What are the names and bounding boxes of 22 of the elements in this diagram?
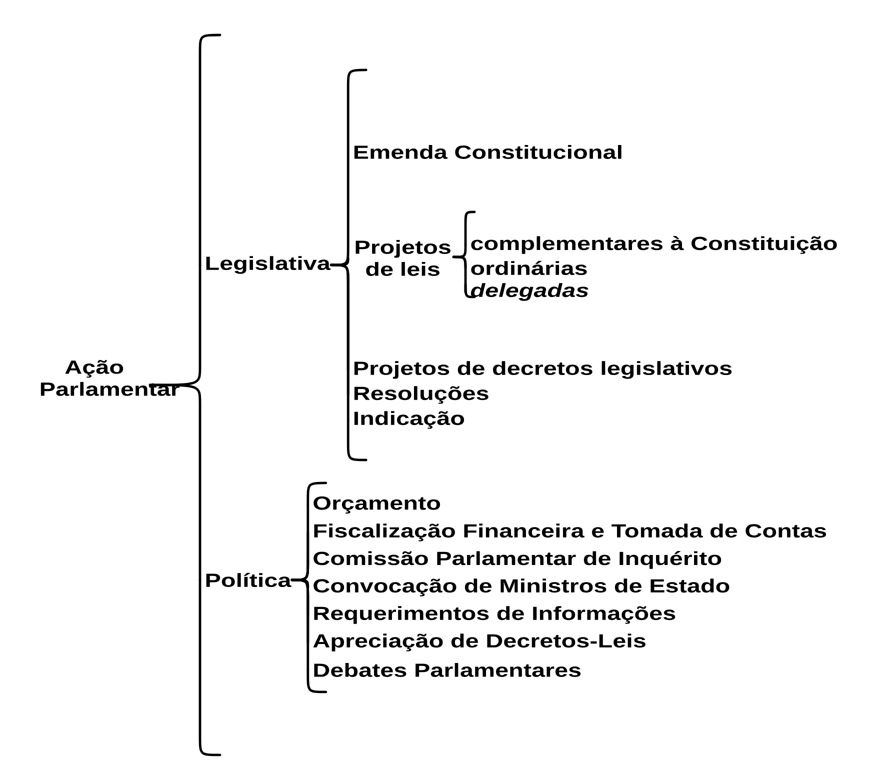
item-label: ordinárias: [471, 260, 587, 276]
item-label: Comissão Parlamentar de Inquérito: [314, 551, 722, 569]
item-label: Fiscalização Financeira e Tomada de Contas: [314, 524, 826, 542]
brace: [290, 578, 310, 672]
heading-label: Ação Parlamentar: [40, 360, 180, 396]
item-label: Requerimentos de Informações: [314, 606, 676, 624]
item-label: Apreciação de Decretos-Leis: [313, 634, 646, 652]
category-label: Política: [206, 572, 292, 588]
item-label: Projetos de decretos legislativos: [354, 361, 732, 379]
item-label: Convocação de Ministros de Estado: [314, 578, 730, 596]
item-label: delegadas: [470, 283, 588, 301]
brace: [330, 264, 350, 422]
item-label: Debates Parlamentares: [314, 663, 581, 677]
brace: [148, 384, 202, 582]
item-label: Orçamento: [314, 496, 440, 514]
item-label: Emenda Constitucional: [354, 145, 622, 159]
item-label: complementares à Constituição: [471, 236, 837, 254]
item-label: Resoluções: [354, 386, 488, 404]
category-label: Legislativa: [206, 256, 331, 274]
brace: [452, 256, 467, 294]
item-label: Indicação: [354, 411, 464, 429]
category-label: Projetos de leis: [356, 240, 450, 276]
